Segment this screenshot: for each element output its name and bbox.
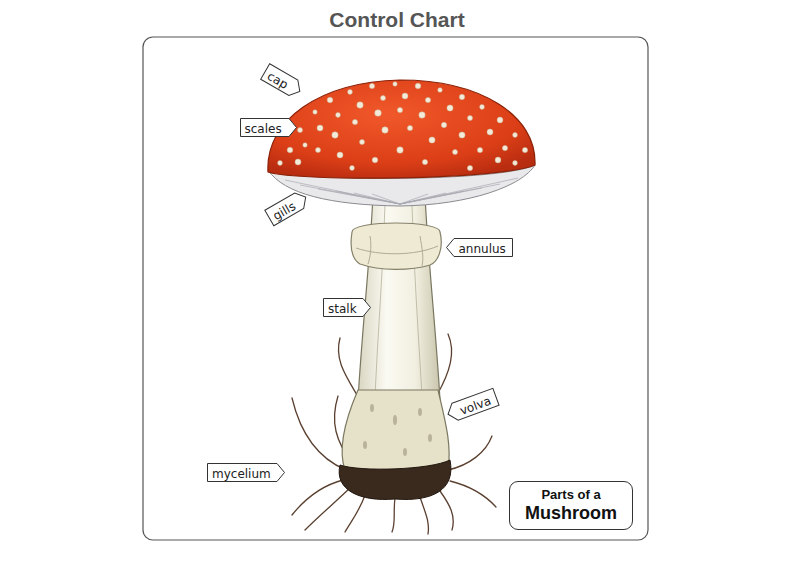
soil-clump — [339, 460, 451, 499]
gill-lines-item — [354, 193, 400, 204]
scale-dots-item — [352, 119, 357, 124]
scale-dots-item — [316, 148, 321, 153]
label-tag: annulus — [446, 238, 513, 257]
cap-shape — [268, 80, 535, 178]
scale-dots-item — [287, 147, 293, 153]
scale-dots-item — [497, 117, 503, 123]
scale-dots-item — [350, 166, 355, 171]
scale-dots-item — [422, 159, 427, 164]
mycelium-threads-item — [305, 488, 350, 530]
scale-dots-item — [459, 132, 465, 138]
scale-dots — [278, 82, 528, 171]
mycelium-threads-item — [292, 480, 343, 515]
scale-dots-item — [480, 105, 485, 110]
scale-dots-item — [278, 161, 283, 166]
scale-dots-item — [313, 110, 317, 114]
annulus-folds — [356, 236, 438, 266]
scale-dots-item — [459, 94, 464, 99]
mycelium-threads-item — [450, 481, 496, 507]
volva-droplets-item — [393, 415, 397, 425]
scale-dots-item — [425, 97, 430, 102]
box-text: Parts of a — [510, 487, 632, 503]
scale-dots-item — [522, 147, 527, 152]
label-tag: mycelium — [207, 463, 285, 482]
scale-dots-item — [397, 107, 402, 112]
scale-dots-item — [419, 112, 425, 118]
mycelium-threads-item — [392, 498, 395, 532]
label-tag: scales — [240, 118, 297, 137]
scale-dots-item — [453, 150, 458, 155]
volva-droplets-item — [363, 441, 367, 449]
gill-lines-item — [300, 185, 400, 204]
scale-dots-item — [429, 137, 435, 143]
annulus-ring — [351, 223, 441, 269]
scale-dots-item — [317, 125, 323, 131]
scale-dots-item — [369, 83, 374, 88]
scale-dots-item — [382, 127, 388, 133]
gill-lines-item — [336, 191, 400, 204]
volva-droplets — [363, 404, 432, 456]
mycelium-threads-item — [345, 495, 365, 532]
scale-dots-item — [513, 133, 518, 138]
scale-dots-item — [348, 90, 353, 95]
scale-dots-item — [468, 116, 473, 121]
mycelium-threads-item — [292, 398, 346, 470]
title-box: Parts of aMushroom — [509, 481, 633, 530]
scale-dots-item — [372, 157, 378, 163]
box-text: Mushroom — [510, 503, 632, 524]
scale-dots-item — [393, 82, 397, 86]
mycelium-threads-item — [338, 338, 360, 400]
scale-dots-item — [407, 125, 412, 130]
scale-dots-item — [438, 88, 443, 93]
volva-droplets-item — [403, 448, 407, 456]
mycelium-threads-item — [440, 491, 453, 530]
chart-title: Control Chart — [0, 8, 794, 32]
scale-dots-item — [332, 132, 338, 138]
part-label: annulus — [446, 240, 506, 259]
scale-dots-item — [415, 83, 421, 89]
frame — [143, 37, 648, 540]
mycelium-threads-item — [420, 497, 428, 534]
mycelium-threads-item — [448, 436, 492, 470]
volva-shape — [342, 390, 449, 470]
scale-dots-item — [357, 102, 363, 108]
volva-droplets-item — [428, 434, 432, 442]
label-tag: stalk — [323, 298, 371, 317]
annulus-folds-item — [356, 246, 438, 254]
scale-dots-item — [381, 96, 386, 101]
annulus-folds-item — [368, 236, 371, 264]
gill-lines-item — [318, 189, 400, 204]
scale-dots-item — [327, 97, 333, 103]
scale-dots-item — [298, 128, 303, 133]
scale-dots-item — [467, 165, 472, 170]
scale-dots-item — [295, 159, 301, 165]
scale-dots-item — [303, 143, 307, 147]
gill-lines — [285, 178, 518, 204]
scale-dots-item — [336, 113, 341, 118]
scale-dots-item — [513, 161, 518, 166]
scale-dots-item — [487, 129, 493, 135]
annulus-folds-item — [420, 236, 423, 266]
scale-dots-item — [477, 147, 482, 152]
gill-lines-item — [400, 178, 518, 204]
gill-lines-item — [372, 194, 400, 204]
part-label: mycelium — [207, 465, 271, 484]
scale-dots-item — [360, 140, 365, 145]
part-label: scales — [240, 120, 282, 139]
scale-dots-item — [495, 157, 501, 163]
scale-dots-item — [447, 105, 453, 111]
volva-droplets-item — [370, 404, 374, 412]
part-label: stalk — [323, 300, 357, 319]
scale-dots-item — [375, 110, 382, 117]
volva-droplets-item — [418, 408, 422, 416]
scale-dots-item — [402, 93, 408, 99]
scale-dots-item — [441, 122, 446, 127]
scale-dots-item — [397, 147, 403, 153]
scale-dots-item — [337, 152, 343, 158]
scale-dots-item — [502, 145, 507, 150]
